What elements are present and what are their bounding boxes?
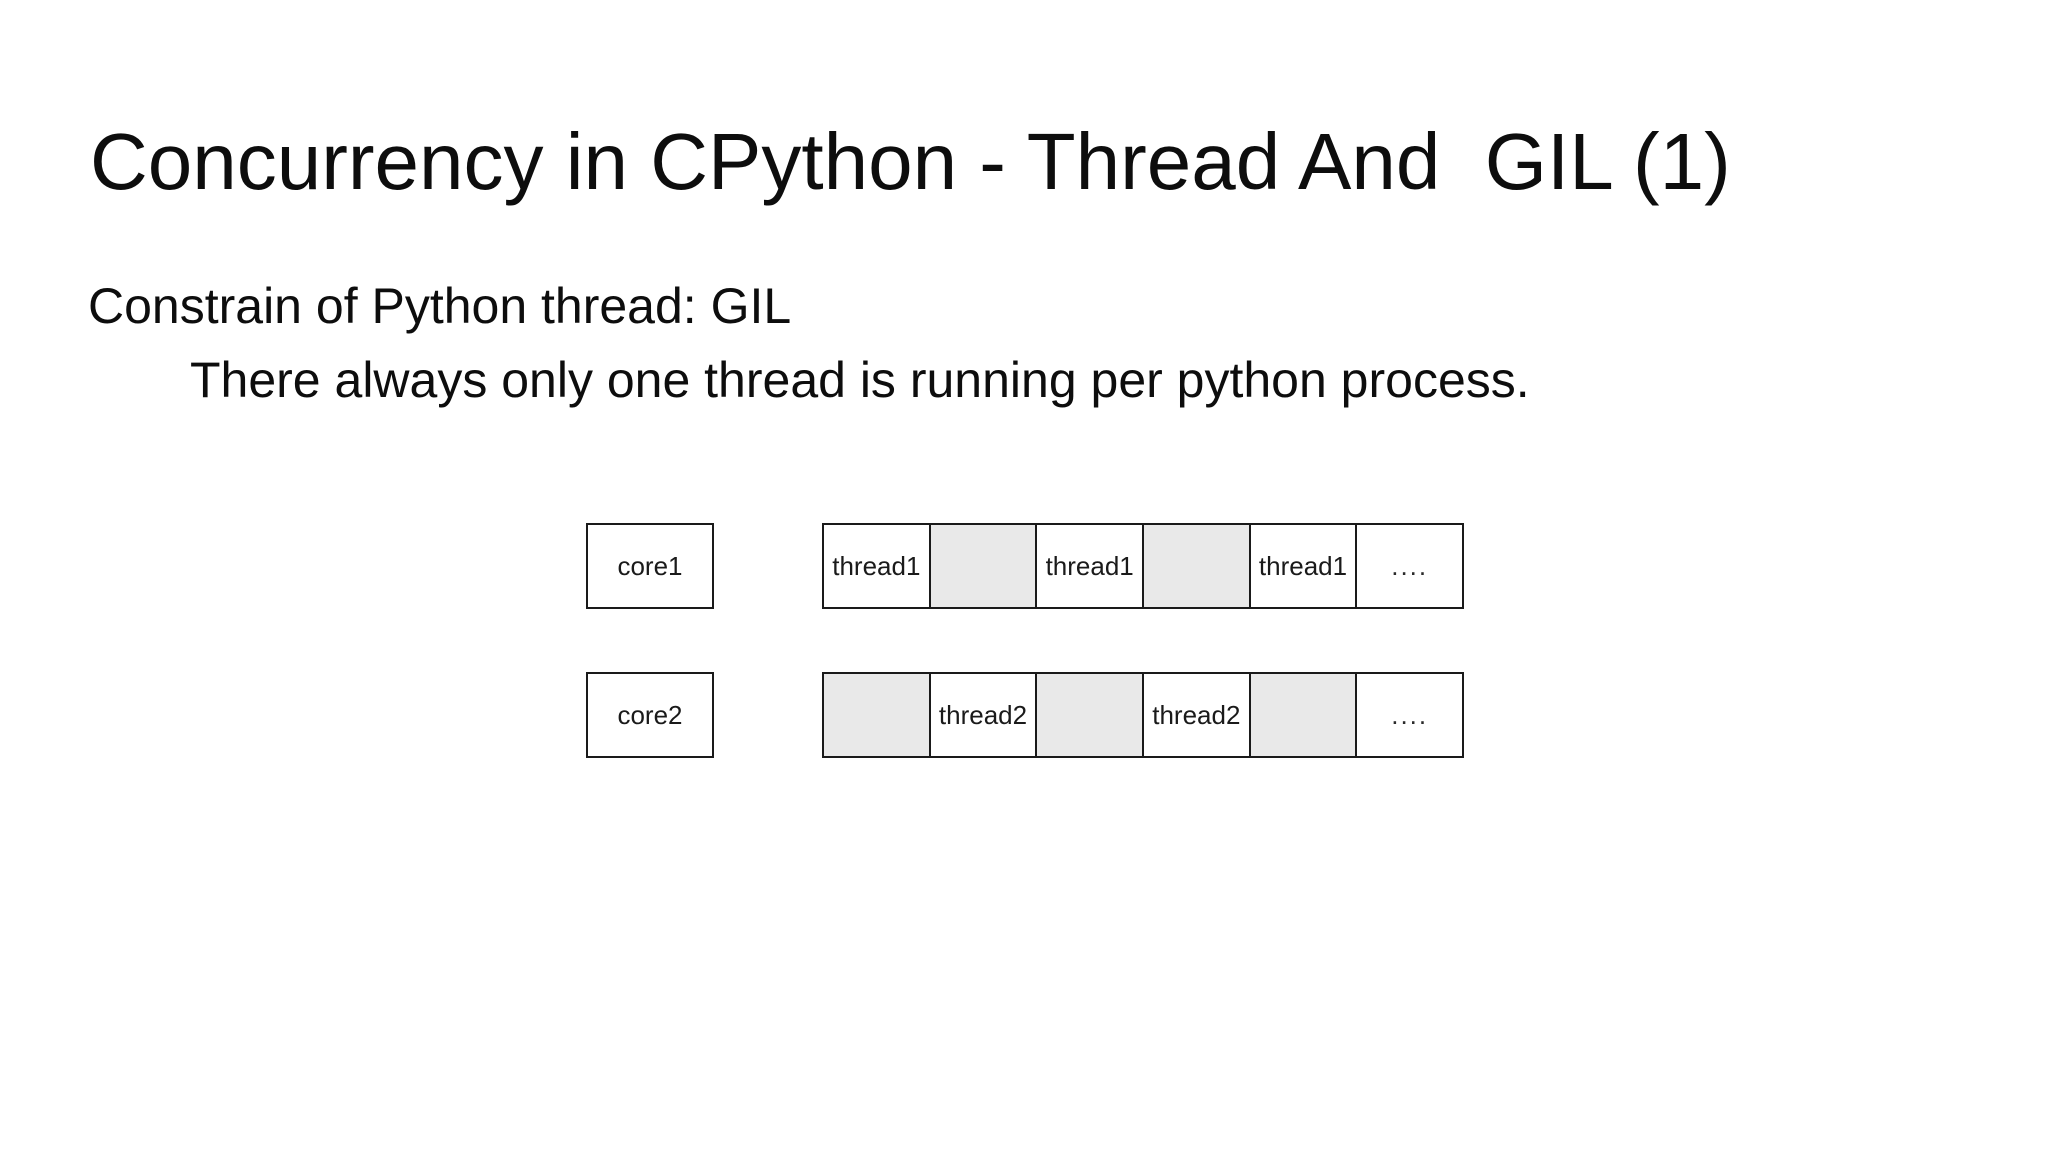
- slide-title: Concurrency in CPython - Thread And GIL …: [90, 117, 1731, 206]
- core2-timeline: thread2 thread2 ....: [822, 672, 1464, 758]
- core2-label: core2: [617, 699, 683, 730]
- core1-box: core1: [586, 523, 714, 609]
- core1-timeline: thread1 thread1 thread1 ....: [822, 523, 1464, 609]
- timeline-cell-ellipsis: ....: [1355, 525, 1463, 607]
- timeline-cell-idle: [928, 525, 1036, 607]
- timeline-cell-busy: thread2: [928, 674, 1036, 756]
- timeline-cell-busy: thread1: [1035, 525, 1143, 607]
- timeline-cell-busy: thread1: [824, 525, 929, 607]
- timeline-cell-ellipsis: ....: [1355, 674, 1463, 756]
- timeline-cell-busy: thread1: [1248, 525, 1356, 607]
- timeline-cell-idle: [824, 674, 929, 756]
- timeline-cell-idle: [1248, 674, 1356, 756]
- core1-label: core1: [617, 550, 683, 581]
- body-text-constraint: Constrain of Python thread: GIL: [88, 278, 792, 334]
- timeline-cell-idle: [1035, 674, 1143, 756]
- timeline-cell-busy: thread2: [1142, 674, 1249, 756]
- body-text-detail: There always only one thread is running …: [190, 352, 1530, 408]
- core2-box: core2: [586, 672, 714, 758]
- timeline-cell-idle: [1142, 525, 1249, 607]
